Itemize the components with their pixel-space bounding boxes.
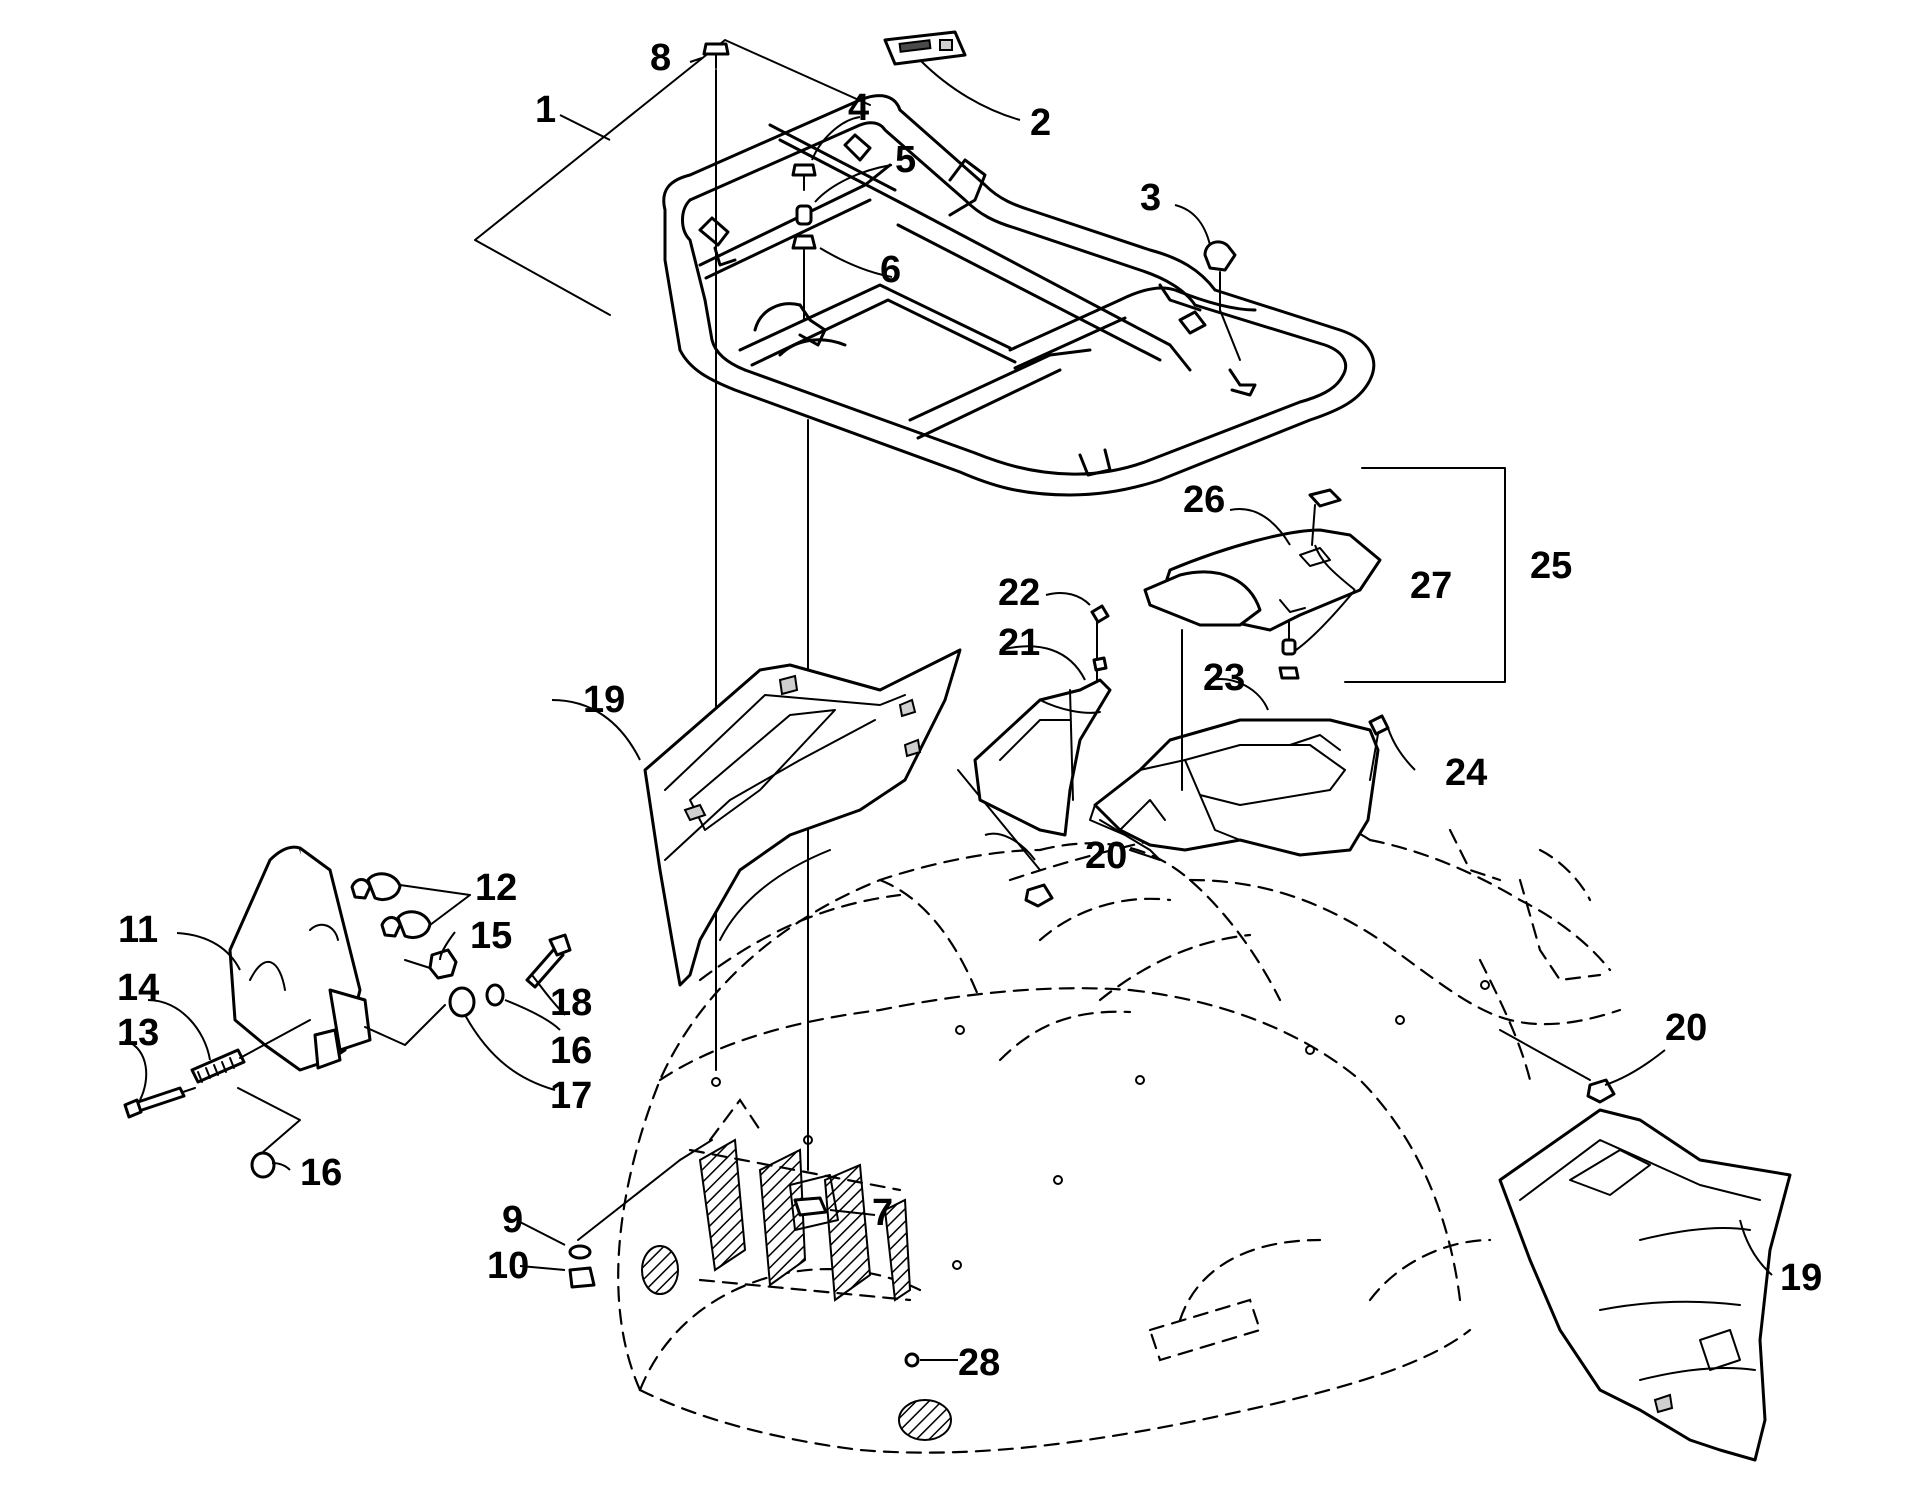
callout-16a: 16: [550, 1030, 592, 1072]
callout-13: 13: [117, 1012, 159, 1054]
storage-cover-21: [973, 678, 1112, 837]
storage-lid-26: [1143, 528, 1382, 632]
storage-box-23: [1089, 718, 1380, 861]
callout-20b: 20: [1665, 1007, 1707, 1049]
callout-28: 28: [958, 1342, 1000, 1384]
callout-7: 7: [872, 1192, 893, 1234]
callout-26: 26: [1183, 479, 1225, 521]
latch-27: [1278, 488, 1342, 680]
callout-14: 14: [117, 967, 159, 1009]
callout-3: 3: [1140, 177, 1161, 219]
nut-20-left: [1024, 883, 1054, 908]
fastener-3: [1203, 240, 1241, 361]
washer-9-nut-10: [568, 1139, 713, 1289]
nut-7: [789, 1174, 839, 1231]
front-rack: [662, 94, 1376, 497]
callout-4: 4: [848, 87, 869, 129]
right-fender: [1498, 1108, 1792, 1462]
front-body-outline: [617, 814, 1622, 1454]
guide-line-20a: [957, 769, 1041, 871]
callout-1-bracket: [474, 39, 871, 316]
adjuster-13-14: [123, 1019, 311, 1119]
callout-2: 2: [1030, 102, 1051, 144]
bulbs-12: [350, 872, 471, 939]
callout-25-bracket: [1344, 467, 1506, 683]
callout-10: 10: [487, 1245, 529, 1287]
callout-9: 9: [502, 1199, 523, 1241]
callout-18: 18: [550, 982, 592, 1024]
callout-21: 21: [998, 622, 1040, 664]
callout-11: 11: [118, 909, 158, 951]
screw-22: [1090, 604, 1110, 672]
callout-labels: 1 2 3 4 5 6 7 8 9 10 11 12 13 14 15 16 1…: [117, 37, 1822, 1384]
washer-16-lower: [237, 1087, 301, 1179]
callout-15: 15: [470, 915, 512, 957]
bolt-4-spacer-5-nut-6: [791, 163, 817, 250]
callout-1: 1: [535, 89, 556, 131]
guide-line-20b: [1499, 1029, 1591, 1081]
front-grille: [688, 1138, 912, 1302]
grommet-17-washer-16-bolt-18: [364, 933, 572, 1046]
callout-22: 22: [998, 572, 1040, 614]
nut-20-right: [1586, 1078, 1616, 1104]
callout-16b: 16: [300, 1152, 342, 1194]
callout-17: 17: [550, 1075, 592, 1117]
decal: [883, 30, 967, 66]
callout-leaders: [124, 57, 1773, 1361]
guide-line-21: [1069, 689, 1074, 801]
callout-23: 23: [1203, 657, 1245, 699]
callout-20a: 20: [1085, 835, 1127, 877]
bolt-8: [702, 42, 730, 69]
callout-8: 8: [650, 37, 671, 79]
clip-28: [904, 1352, 920, 1368]
callout-5: 5: [895, 139, 916, 181]
callout-27: 27: [1410, 565, 1452, 607]
left-fender: [643, 648, 962, 987]
headlight-11: [228, 845, 372, 1072]
body-lights: [641, 980, 1490, 1441]
callout-24: 24: [1445, 752, 1487, 794]
callout-12: 12: [475, 867, 517, 909]
callout-19a: 19: [583, 679, 625, 721]
callout-6: 6: [880, 249, 901, 291]
socket-15: [404, 948, 458, 980]
callout-19b: 19: [1780, 1257, 1822, 1299]
callout-25: 25: [1530, 545, 1572, 587]
